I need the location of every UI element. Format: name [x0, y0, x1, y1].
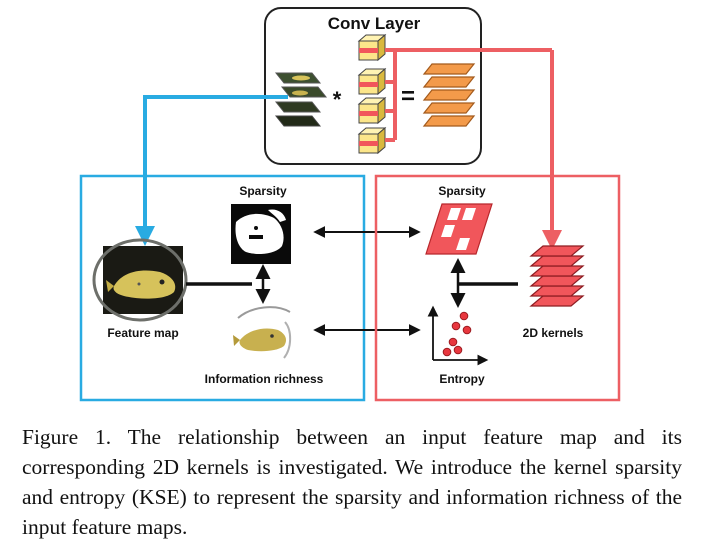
scatter-point [453, 345, 463, 355]
kernel-cube [357, 67, 387, 96]
arrow-input-to-feature-map [135, 95, 288, 246]
scatter-point [442, 347, 452, 357]
information-richness-label: Information richness [205, 372, 324, 386]
feature-map-panel [79, 174, 366, 402]
equals-operator: = [401, 83, 415, 110]
output-feature-map-stack [422, 63, 476, 127]
kernel-sparsity-grid [425, 203, 493, 255]
left-sparsity-label: Sparsity [239, 184, 287, 198]
kernel-cube [357, 96, 387, 125]
feature-map-image [92, 238, 188, 322]
entropy-label: Entropy [439, 372, 485, 386]
kernel-connector-lines [385, 48, 552, 142]
entropy-scatter-plot [427, 305, 489, 366]
kernel-cube [357, 33, 387, 62]
2d-kernels-label: 2D kernels [523, 326, 584, 340]
right-sparsity-label: Sparsity [438, 184, 486, 198]
scatter-point [448, 337, 458, 347]
scatter-point [459, 311, 469, 321]
kernel-cube [357, 126, 387, 155]
information-richness-image [231, 305, 293, 363]
scatter-point [451, 321, 461, 331]
sparsity-mask-image [231, 204, 291, 264]
scatter-point [462, 325, 472, 335]
feature-map-label: Feature map [107, 326, 178, 340]
input-feature-map-stack [274, 72, 328, 127]
conv-layer-title: Conv Layer [328, 14, 421, 33]
kernel-panel [374, 174, 621, 402]
conv-operator: * [333, 87, 342, 112]
kernel-cubes [357, 33, 387, 155]
2d-kernels-stack [529, 245, 585, 307]
figure-caption: Figure 1. The relationship between an in… [22, 425, 682, 539]
